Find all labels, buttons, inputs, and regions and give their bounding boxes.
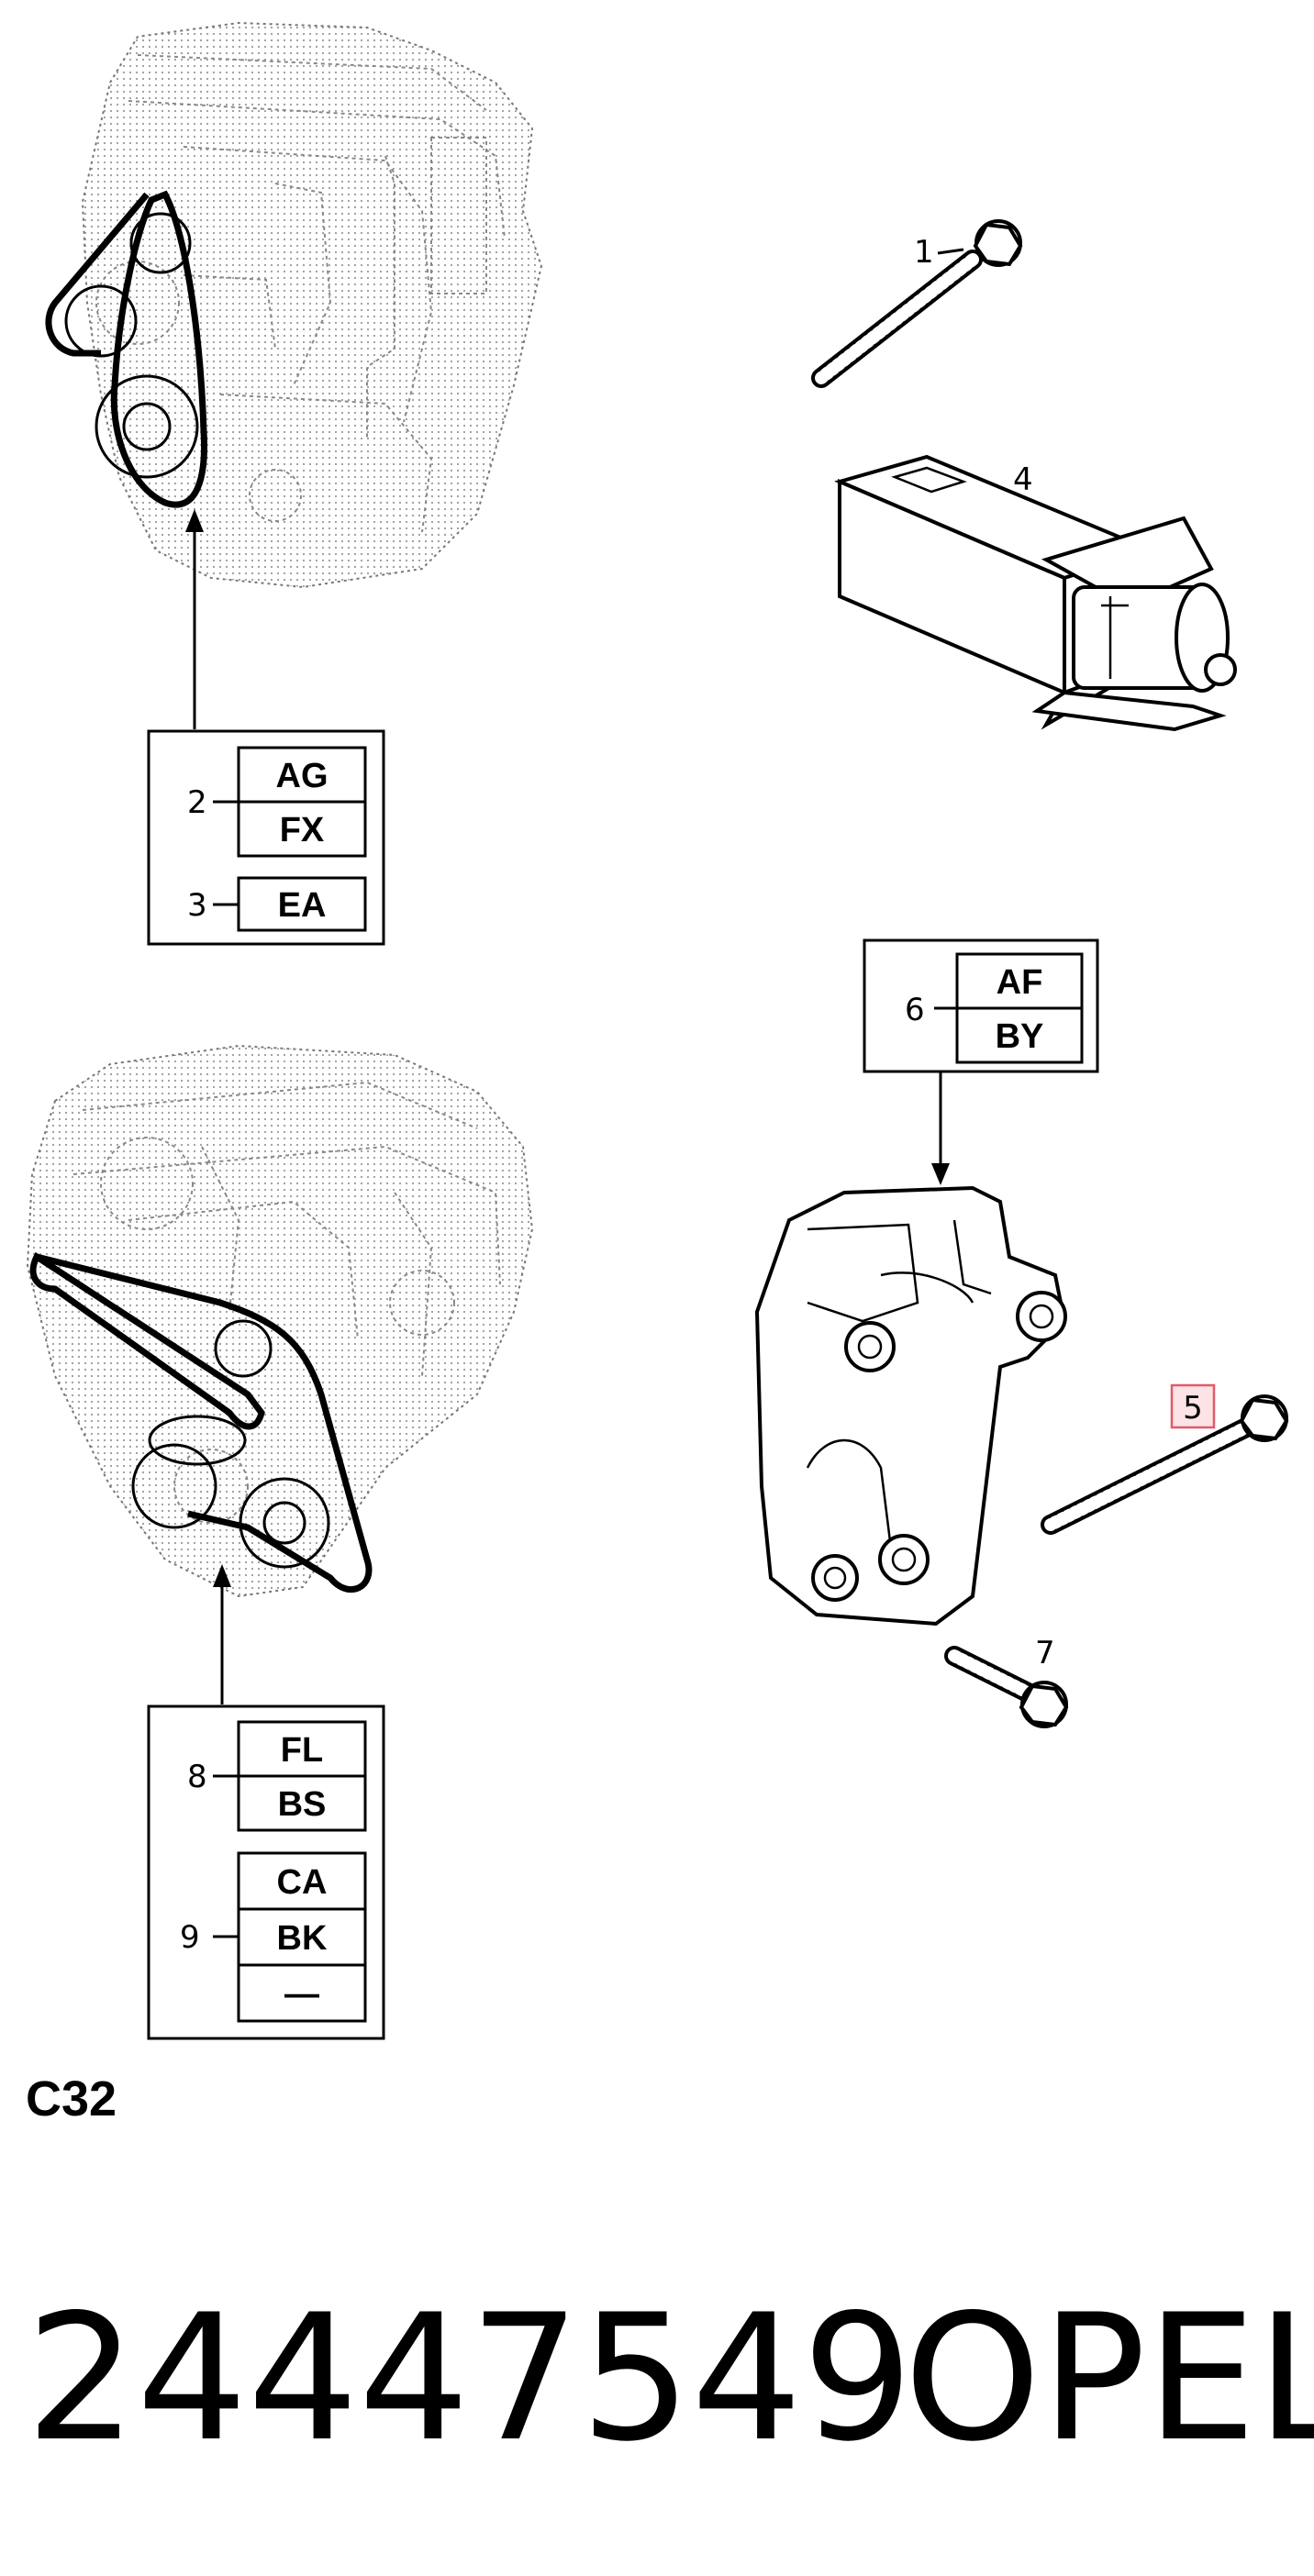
code-none: — xyxy=(284,1975,319,2014)
engine-illustration-bottom xyxy=(26,1044,534,1704)
code-bs: BS xyxy=(278,1785,327,1824)
bolt-1-illustration: 1 xyxy=(811,219,1023,388)
code-bk: BK xyxy=(277,1919,328,1958)
bolt-7-illustration: 7 xyxy=(944,1635,1069,1728)
code-ca: CA xyxy=(277,1863,328,1902)
code-by: BY xyxy=(996,1017,1044,1056)
callout-5-highlight xyxy=(1170,1383,1216,1429)
callout-9-label: 9 xyxy=(180,1919,200,1956)
bracket-illustration xyxy=(754,1185,1067,1627)
part-number: 24447549 xyxy=(26,2277,913,2480)
code-af: AF xyxy=(997,963,1043,1002)
code-ea: EA xyxy=(278,886,327,925)
callout-1-label: 1 xyxy=(914,234,934,271)
bolt-5-illustration: 5 xyxy=(1041,1383,1289,1535)
brand-name: OPEL xyxy=(904,2277,1314,2480)
sheet-code: C32 xyxy=(26,2071,117,2126)
callout-4-label: 4 xyxy=(1013,461,1033,498)
item-4-illustration: 4 xyxy=(834,454,1237,732)
engine-illustration-top xyxy=(45,21,543,729)
callout-8-label: 8 xyxy=(187,1759,207,1795)
code-fx: FX xyxy=(280,811,325,849)
callout-6-label: 6 xyxy=(905,992,925,1028)
callout-2-label: 2 xyxy=(187,784,207,821)
callout-7-label: 7 xyxy=(1035,1635,1055,1671)
callout-5-label: 5 xyxy=(1183,1390,1203,1427)
code-ag: AG xyxy=(276,757,328,795)
code-fl: FL xyxy=(281,1731,323,1770)
code-box-8-9: 8 FL BS 9 CA BK — xyxy=(147,1704,385,2040)
code-box-2-3: 2 AG FX 3 EA xyxy=(147,729,385,946)
code-box-6: 6 AF BY xyxy=(863,938,1099,1185)
callout-3-label: 3 xyxy=(187,887,207,924)
